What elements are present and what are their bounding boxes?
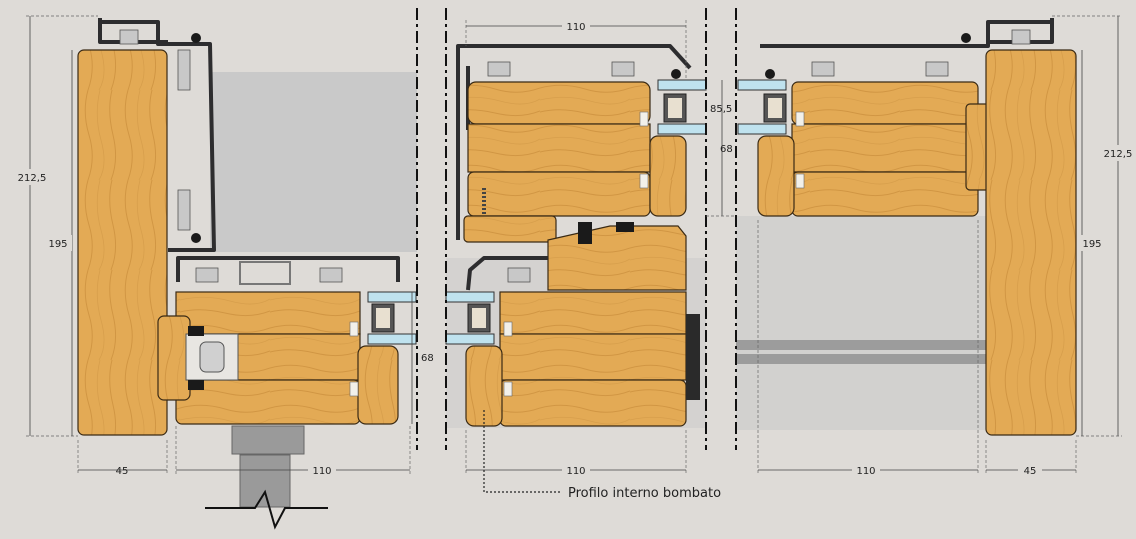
center-top-width-dim: 110 [566, 22, 585, 33]
right-frame-width-dim: 45 [1024, 466, 1037, 477]
left-glass-pane-2 [367, 333, 417, 345]
break-line [205, 489, 328, 530]
left-sill-block [231, 425, 305, 455]
right-sash-wood-2 [791, 123, 979, 173]
right-total-height-dim: 212,5 [1104, 149, 1133, 160]
left-glazing-area [210, 72, 417, 252]
left-sash-wood-top [175, 291, 361, 335]
annotation-leader [483, 410, 562, 493]
center-handle-block [686, 314, 700, 400]
center-top-wood-3 [467, 171, 651, 217]
right-section: 212,5 195 110 45 [735, 8, 1136, 477]
center-bottom-wood-1 [499, 291, 687, 335]
center-bottom-alu [466, 256, 548, 291]
right-frame-height-dim: 195 [1082, 239, 1101, 250]
left-glass-depth-dim: 68 [421, 353, 434, 364]
left-top-clip [119, 29, 139, 45]
center-section: 110 85,5 68 110 Profilo interno bombato [445, 8, 736, 501]
center-top-wood-2 [467, 123, 651, 173]
left-frame-wood [77, 49, 168, 436]
right-glazing-area [736, 216, 986, 430]
right-sash-wood-1 [791, 81, 979, 125]
center-top-wood-1 [467, 81, 651, 125]
left-sash-alu-rail [176, 256, 400, 282]
center-bottom-wood-3 [499, 379, 687, 427]
left-frame-height-dim: 195 [48, 239, 67, 250]
left-glass-bead [357, 345, 399, 425]
right-sash-wood-3 [791, 171, 979, 217]
center-right-glass-depth-dim: 68 [720, 144, 733, 155]
right-alu-frame [760, 20, 1052, 48]
center-top-alu [456, 44, 692, 240]
left-sash-width-dim: 110 [312, 466, 331, 477]
left-total-height-dim: 212,5 [18, 173, 47, 184]
right-frame-wood [985, 49, 1077, 436]
left-section: 212,5 195 45 110 68 [14, 8, 434, 530]
center-transom-wood [547, 225, 687, 291]
center-bottom-width-dim: 110 [566, 466, 585, 477]
center-right-glass-height-dim: 85,5 [710, 104, 732, 115]
center-bottom-wood-2 [499, 333, 687, 381]
annotation-label: Profilo interno bombato [568, 486, 721, 501]
right-sash-width-dim: 110 [856, 466, 875, 477]
left-sill-post [239, 454, 291, 508]
left-frame-width-dim: 45 [116, 466, 129, 477]
left-alu-frame [100, 20, 216, 252]
left-glass-pane-1 [367, 291, 417, 303]
